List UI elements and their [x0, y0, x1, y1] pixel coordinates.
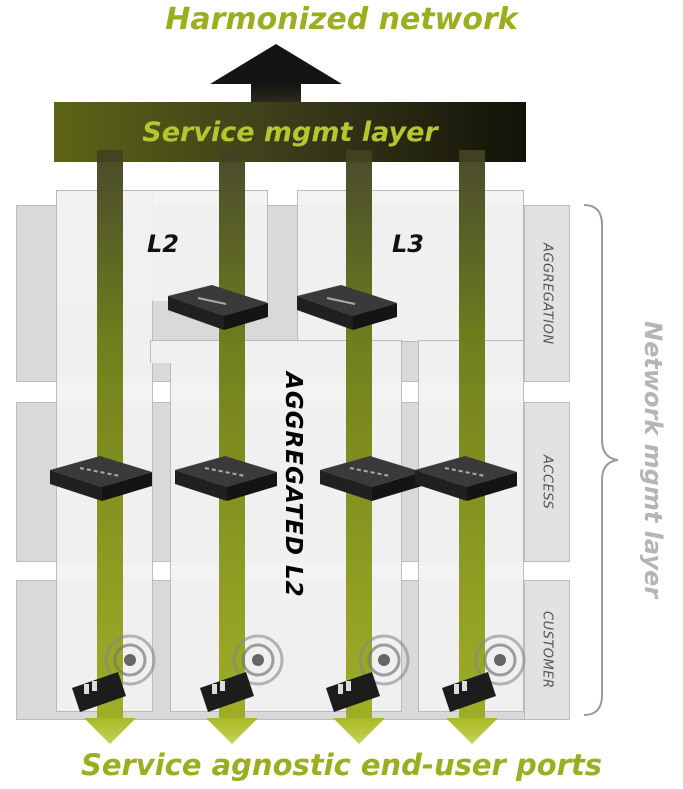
- wireless-cpe-icon: [72, 634, 156, 712]
- aggregation-layer-label-box: AGGREGATION: [524, 206, 569, 381]
- network-switch-icon: [297, 285, 397, 330]
- service-arrow-4: [446, 150, 498, 744]
- network-switch-icon: [50, 456, 152, 501]
- service-arrow-2: [206, 150, 258, 744]
- aggregated-l2-label-box: AGGREGATED L2: [258, 372, 328, 632]
- service-arrow-3: [333, 150, 385, 744]
- customer-layer-label-box: CUSTOMER: [524, 581, 569, 719]
- network-switch-icon: [320, 456, 422, 501]
- aggregated-l2-shoulder: [150, 340, 402, 363]
- service-mgmt-layer-label-box: Service mgmt layer: [54, 102, 526, 162]
- wireless-cpe-icon: [200, 634, 284, 712]
- network-switch-icon: [175, 456, 277, 501]
- access-layer-label-box: ACCESS: [524, 403, 569, 561]
- service-mgmt-layer-bar: [54, 102, 526, 162]
- customer-layer-label: CUSTOMER: [539, 611, 555, 689]
- l2-domain-label: L2: [147, 230, 179, 258]
- service-mgmt-layer-label: Service mgmt layer: [142, 116, 438, 148]
- harmonized-network-title: Harmonized network: [165, 2, 518, 37]
- network-mgmt-layer-label: Network mgmt layer: [639, 321, 667, 599]
- service-agnostic-ports-title: Service agnostic end-user ports: [80, 748, 603, 782]
- wireless-cpe-icon: [442, 634, 526, 712]
- access-layer-label: ACCESS: [539, 454, 555, 510]
- wireless-cpe-icon: [326, 634, 410, 712]
- network-mgmt-layer-label-box: Network mgmt layer: [628, 205, 678, 715]
- network-switch-icon: [415, 456, 517, 501]
- network-mgmt-bracket: [583, 204, 619, 716]
- aggregated-l2-label: AGGREGATED L2: [280, 372, 306, 598]
- service-arrow-1: [84, 150, 136, 744]
- harmonized-up-arrow: [210, 44, 342, 104]
- aggregation-layer-label: AGGREGATION: [539, 242, 555, 345]
- l3-domain-label: L3: [392, 230, 424, 258]
- network-switch-icon: [168, 285, 268, 330]
